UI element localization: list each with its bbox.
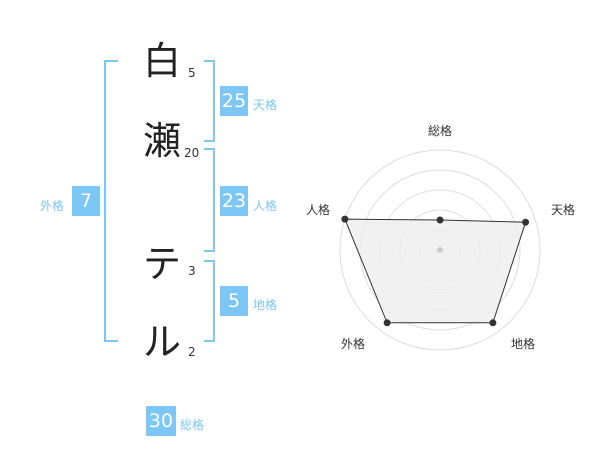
radar-area <box>344 218 527 324</box>
jinkaku-label: 人格 <box>253 199 278 213</box>
radar-center <box>437 247 443 253</box>
chikaku-badge: 5 <box>220 286 248 316</box>
radar-label-chikaku: 地格 <box>511 337 536 351</box>
radar-point-2 <box>489 319 497 327</box>
stroke-count-1: 5 <box>188 66 196 80</box>
radar-label-tenkaku: 天格 <box>551 203 576 217</box>
radar-point-4 <box>341 215 349 223</box>
tenkaku-bracket <box>204 60 215 142</box>
gaikaku-badge: 7 <box>72 186 100 216</box>
stroke-count-3: 3 <box>188 264 196 278</box>
radar-point-3 <box>383 319 391 327</box>
gaikaku-bracket <box>104 60 118 342</box>
chikaku-label: 地格 <box>253 298 278 312</box>
radar-label-jinkaku: 人格 <box>306 203 331 217</box>
radar-label-soukaku: 総格 <box>428 124 453 138</box>
name-char-2: 瀬 <box>143 119 182 163</box>
radar-chart <box>339 149 541 351</box>
jinkaku-badge: 23 <box>220 186 248 216</box>
soukaku-badge: 30 <box>146 406 176 436</box>
gaikaku-label: 外格 <box>40 199 65 213</box>
tenkaku-label: 天格 <box>253 98 278 112</box>
stroke-count-2: 20 <box>184 146 200 160</box>
radar-ring <box>339 149 541 351</box>
chikaku-bracket <box>204 260 215 342</box>
tenkaku-badge: 25 <box>220 86 248 116</box>
radar-point-0 <box>436 216 444 224</box>
radar-label-gaikaku: 外格 <box>341 337 366 351</box>
name-char-3: テ <box>143 242 182 286</box>
jinkaku-bracket <box>204 148 215 252</box>
radar-points <box>341 215 530 327</box>
stroke-count-4: 2 <box>188 345 196 359</box>
radar-point-1 <box>522 218 530 226</box>
soukaku-label: 総格 <box>180 418 205 432</box>
name-char-4: ル <box>143 320 182 364</box>
name-char-1: 白 <box>143 39 182 83</box>
